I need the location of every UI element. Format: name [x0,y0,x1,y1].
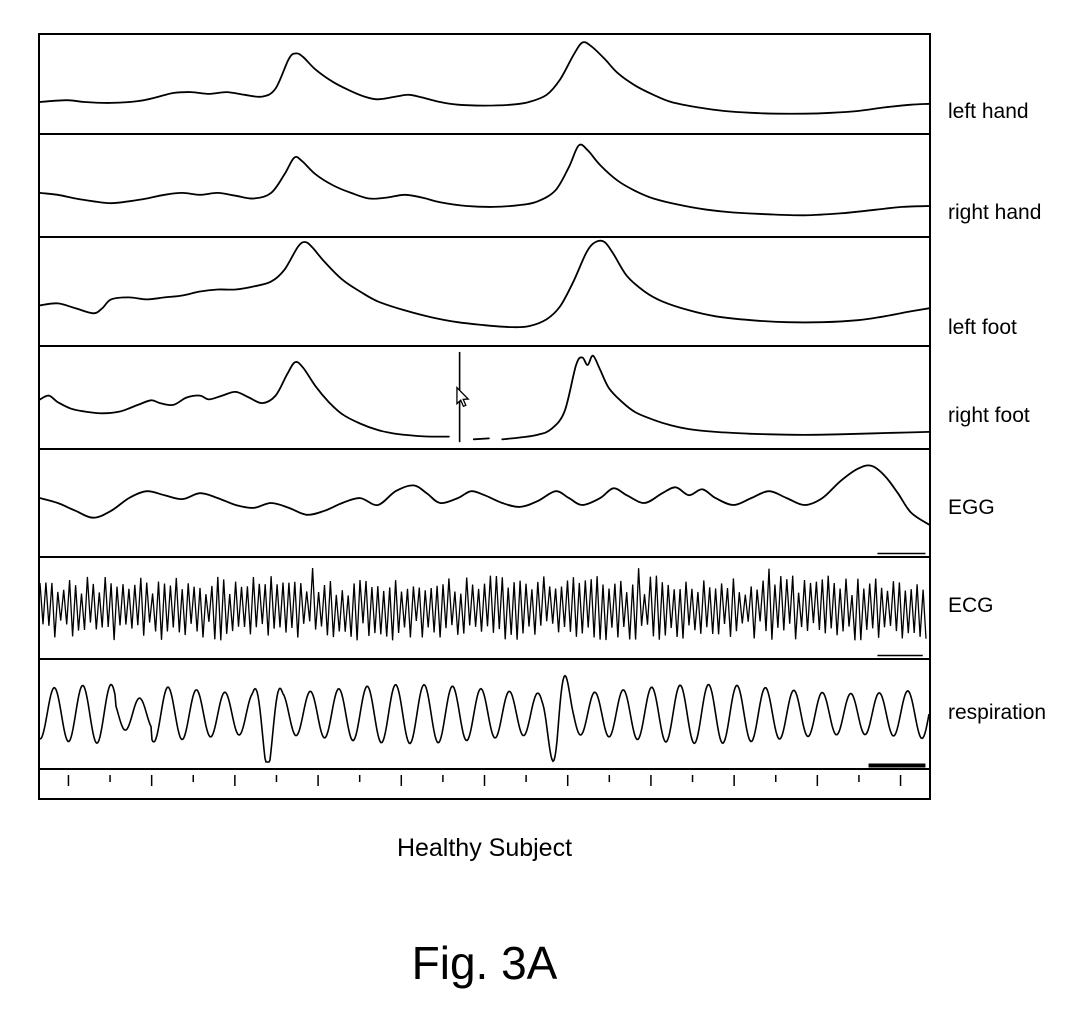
waveform-respiration [40,674,929,768]
mouse-cursor-icon [456,386,470,408]
axis-ticks [67,775,902,786]
waveform-right-foot [40,351,929,443]
panel-right-hand [40,135,929,238]
signal-label-right-foot: right foot [948,404,1030,427]
panel-left-foot [40,238,929,347]
panel-ecg [40,558,929,660]
panel-egg [40,450,929,558]
signal-label-ecg: ECG [948,594,994,617]
figure-caption: Healthy Subject [396,834,573,862]
signal-label-egg: EGG [948,496,995,519]
signal-label-left-hand: left hand [948,100,1029,123]
signal-label-right-hand: right hand [948,201,1042,224]
axis-tick-strip [40,770,929,798]
panel-right-foot [40,347,929,450]
signal-label-respiration: respiration [948,701,1047,724]
panel-respiration [40,660,929,770]
panel-left-hand [40,35,929,135]
signal-label-left-foot: left foot [948,316,1017,339]
waveform-ecg [40,567,927,657]
waveform-left-foot [40,239,929,329]
chart-frame [38,33,931,800]
figure-number: Fig. 3A [411,937,558,989]
waveform-right-hand [40,143,929,217]
waveform-left-hand [40,41,929,115]
waveform-egg [40,464,929,555]
